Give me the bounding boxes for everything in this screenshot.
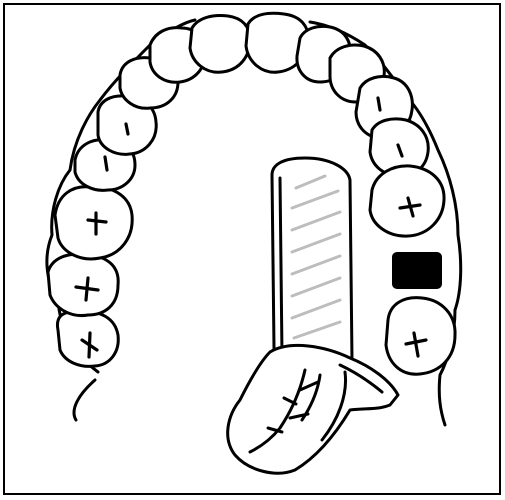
tooth-upper-right-5 [386, 298, 455, 375]
mark-dash-upper-left-3 [105, 157, 107, 170]
tooth-upper-left-6 [57, 312, 118, 367]
tooth-upper-left-4 [55, 187, 132, 259]
tooth-upper-left-5 [48, 254, 118, 315]
tooth-upper-anterior-2 [190, 16, 250, 73]
mark-dash-upper-left-2 [126, 124, 128, 134]
palatal-bar [272, 158, 352, 369]
tooth-upper-right-4 [370, 166, 444, 236]
mark-dash-upper-right-2 [378, 98, 380, 110]
palatal-bar-inner-edge [280, 178, 282, 355]
tooth-upper-right-gap-filled [393, 253, 441, 288]
